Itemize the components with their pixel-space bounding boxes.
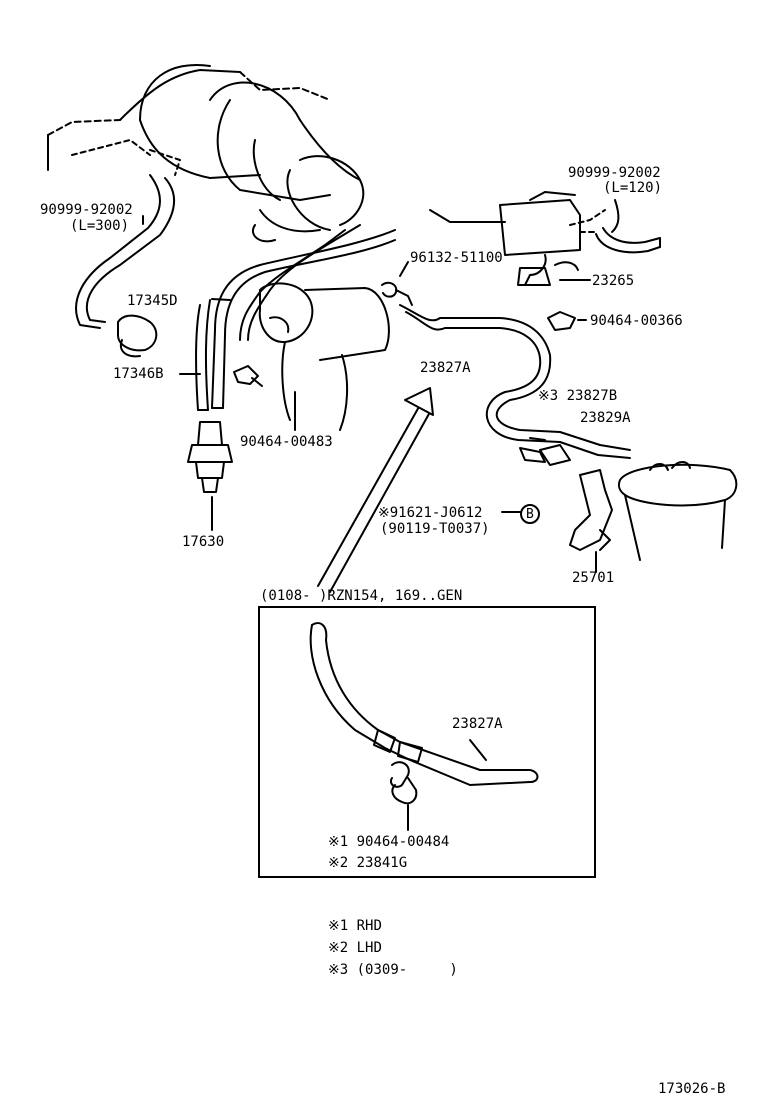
inset-frame (258, 606, 596, 878)
legend-text: RHD (356, 918, 382, 934)
part-90999-left-length: (L=300) (70, 218, 130, 234)
part-23827a-top: 23827A (420, 360, 471, 376)
inset-part-23841g: ※2 23841G (328, 855, 408, 871)
part-17630: 17630 (182, 534, 225, 550)
inset-part-23827a: 23827A (452, 716, 503, 732)
part-90464-00366: 90464-00366 (590, 313, 683, 329)
part-23265: 23265 (592, 273, 635, 289)
inset-part-90464-00484: ※1 90464-00484 (328, 834, 450, 850)
legend-text: LHD (356, 940, 382, 956)
part-23827b: ※3 23827B (538, 388, 618, 404)
part-90999-right: 90999-92002 (568, 165, 661, 181)
part-90999-left: 90999-92002 (40, 202, 133, 218)
part-90999-right-length: (L=120) (603, 180, 663, 196)
reference-b: B (526, 507, 534, 522)
legend-mark: ※1 (328, 918, 349, 934)
legend-text: (0309- ) (356, 962, 458, 978)
part-90464-00483: 90464-00483 (240, 434, 333, 450)
part-25701: 25701 (572, 570, 615, 586)
legend-date: ※3 (0309- ) (328, 962, 458, 978)
part-91621: ※91621-J0612 (378, 505, 483, 521)
legend-mark: ※3 (328, 962, 349, 978)
legend-rhd: ※1 RHD (328, 918, 382, 934)
legend-mark: ※2 (328, 940, 349, 956)
part-23829a: 23829A (580, 410, 631, 426)
part-17346b: 17346B (113, 366, 164, 382)
diagram-id: 173026-B (658, 1081, 726, 1097)
inset-header: (0108- )RZN154, 169..GEN (260, 588, 463, 604)
part-17345d: 17345D (127, 293, 178, 309)
part-96132: 96132-51100 (410, 250, 503, 266)
fuel-tank-outline (47, 119, 121, 136)
legend-lhd: ※2 LHD (328, 940, 382, 956)
part-90119: (90119-T0037) (380, 521, 490, 537)
